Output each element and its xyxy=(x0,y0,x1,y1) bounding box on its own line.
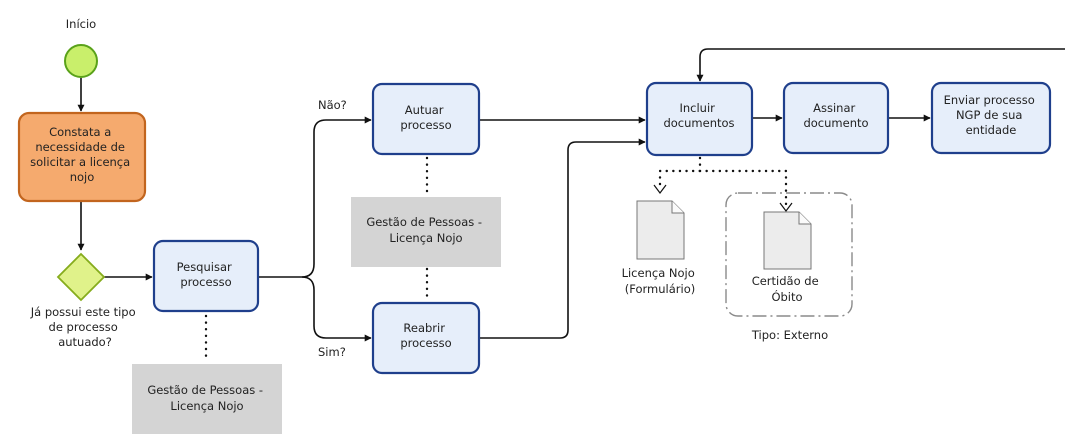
document-licenca[interactable]: Licença Nojo (Formulário) xyxy=(622,200,699,296)
flow-loop-back-to-incluir xyxy=(696,48,1065,82)
flow-reabrir-to-incluir xyxy=(480,138,646,339)
document-certidao[interactable]: Certidão de Óbito xyxy=(752,211,823,304)
associations xyxy=(204,156,793,364)
assoc-arrow-licenca xyxy=(653,184,667,194)
annotation-pesquisar-box xyxy=(132,364,282,434)
task-constata[interactable]: Constata a necessidade de solicitar a li… xyxy=(17,111,147,203)
group-externo-label: Tipo: Externo xyxy=(751,328,828,342)
start-event-circle xyxy=(64,44,98,78)
task-autuar-label: Autuar processo xyxy=(400,103,451,132)
gateway-yes-label: Sim? xyxy=(318,345,346,359)
annotation-pesquisar-label: Gestão de Pessoas - Licença Nojo xyxy=(147,383,266,413)
task-pesquisar-label: Pesquisar processo xyxy=(177,260,236,289)
annotation-pesquisar: Gestão de Pessoas - Licença Nojo xyxy=(132,364,282,434)
gateway-no-label: Não? xyxy=(318,98,347,112)
flow-yes-to-reabrir xyxy=(301,276,372,342)
task-reabrir-box xyxy=(371,301,481,375)
group-externo: Tipo: Externo xyxy=(725,192,853,342)
document-certidao-label: Certidão de Óbito xyxy=(752,274,823,304)
task-constata-label: Constata a necessidade de solicitar a li… xyxy=(30,125,134,184)
start-event[interactable]: Início xyxy=(64,17,98,78)
task-enviar-box xyxy=(930,81,1052,155)
annotation-autuar-box xyxy=(351,197,501,267)
task-incluir-label: Incluir documentos xyxy=(663,101,734,130)
task-enviar-label: Enviar processo NGP de sua entidade xyxy=(944,93,1039,137)
document-licenca-fold xyxy=(671,201,684,214)
task-incluir[interactable]: Incluir documentos xyxy=(645,81,754,157)
gateway-exclusive[interactable]: Já possui este tipo de processo autuado?… xyxy=(30,98,347,359)
sequence-flows xyxy=(77,48,1065,342)
task-pesquisar[interactable]: Pesquisar processo xyxy=(152,239,260,313)
document-licenca-label: Licença Nojo (Formulário) xyxy=(622,266,699,296)
task-assinar-label: Assinar documento xyxy=(803,101,868,130)
task-autuar-box xyxy=(371,82,481,156)
document-certidao-icon xyxy=(763,211,812,270)
task-enviar[interactable]: Enviar processo NGP de sua entidade xyxy=(930,81,1052,155)
task-constata-box xyxy=(17,111,147,203)
start-event-label: Início xyxy=(66,17,96,31)
assoc-incluir-documents xyxy=(658,156,788,210)
document-certidao-fold xyxy=(798,212,811,225)
task-reabrir-label: Reabrir processo xyxy=(400,321,451,350)
annotation-autuar: Gestão de Pessoas - Licença Nojo xyxy=(351,197,501,267)
flow-no-to-autuar xyxy=(301,116,372,278)
task-autuar[interactable]: Autuar processo xyxy=(371,82,481,156)
gateway-question: Já possui este tipo de processo autuado? xyxy=(30,305,140,349)
document-licenca-icon xyxy=(636,200,685,260)
gateway-diamond xyxy=(56,252,106,302)
group-externo-border xyxy=(725,192,853,317)
task-reabrir[interactable]: Reabrir processo xyxy=(371,301,481,375)
assoc-arrow-certidao xyxy=(779,202,793,212)
task-incluir-box xyxy=(645,81,754,157)
annotation-autuar-label: Gestão de Pessoas - Licença Nojo xyxy=(366,215,485,245)
task-pesquisar-box xyxy=(152,239,260,313)
task-assinar[interactable]: Assinar documento xyxy=(782,81,890,155)
task-assinar-box xyxy=(782,81,890,155)
